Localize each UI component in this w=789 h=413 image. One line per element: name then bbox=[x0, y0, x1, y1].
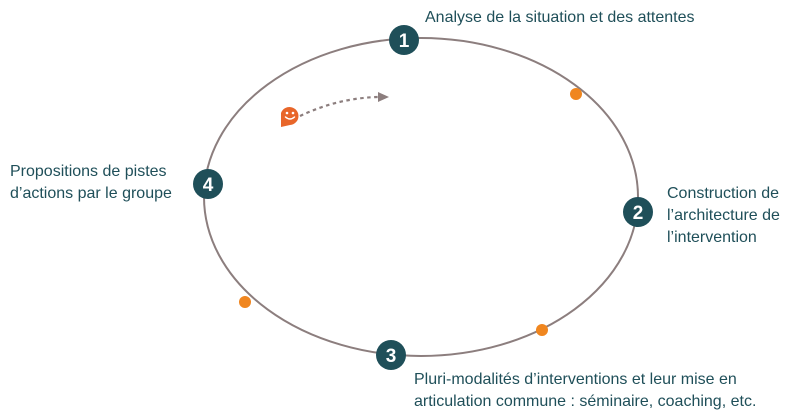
step-3-label-line: Pluri-modalités d’interventions et leur … bbox=[414, 371, 737, 388]
step-2-number: 2 bbox=[633, 203, 644, 224]
step-1-label: Analyse de la situation et des attentes bbox=[425, 7, 695, 29]
step-2-label-line: l’architecture de bbox=[667, 207, 780, 224]
step-4-label: Propositions de pistes d’actions par le … bbox=[10, 161, 172, 205]
step-2-badge: 2 bbox=[623, 197, 653, 227]
step-3-badge: 3 bbox=[376, 340, 406, 370]
milestone-dot bbox=[239, 296, 251, 308]
step-1-label-line: Analyse de la situation et des attentes bbox=[425, 9, 695, 26]
smiley-speech-bubble-icon bbox=[281, 107, 299, 127]
step-2-label-line: l’intervention bbox=[667, 229, 757, 246]
step-4-label-line: d’actions par le groupe bbox=[10, 185, 172, 202]
step-4-badge: 4 bbox=[193, 169, 223, 199]
step-1-number: 1 bbox=[399, 31, 410, 52]
step-4-number: 4 bbox=[203, 175, 214, 196]
dashed-arrow-icon bbox=[299, 92, 389, 117]
step-4-label-line: Propositions de pistes bbox=[10, 163, 167, 180]
milestone-dot bbox=[536, 324, 548, 336]
step-1-badge: 1 bbox=[389, 25, 419, 55]
step-3-number: 3 bbox=[386, 346, 397, 367]
step-2-label: Construction de l’architecture de l’inte… bbox=[667, 183, 780, 249]
cycle-ellipse bbox=[203, 37, 639, 357]
milestone-dot bbox=[570, 88, 582, 100]
step-3-label: Pluri-modalités d’interventions et leur … bbox=[414, 369, 756, 413]
step-3-label-line: articulation commune : séminaire, coachi… bbox=[414, 393, 757, 410]
step-2-label-line: Construction de bbox=[667, 185, 780, 202]
